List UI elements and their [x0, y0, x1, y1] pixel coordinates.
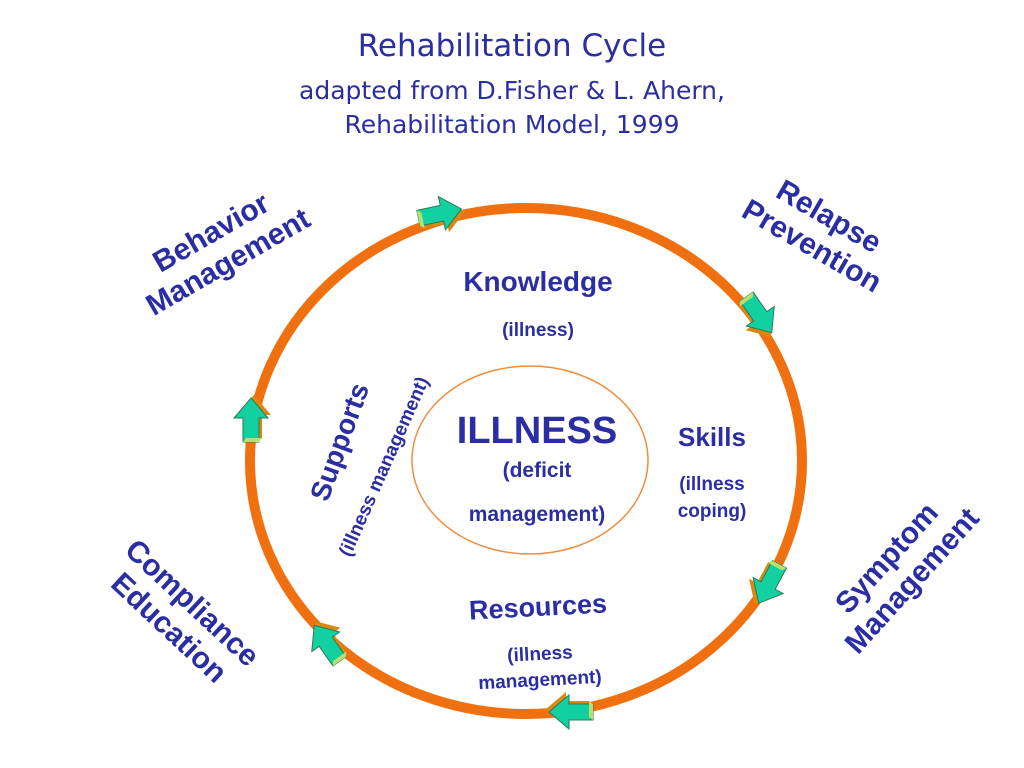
label-knowledge-sub: (illness) — [502, 320, 574, 341]
label-skills-sub1: (illness — [679, 474, 745, 495]
arrow-bottom-icon — [545, 691, 594, 730]
arrow-left-icon — [233, 394, 272, 443]
label-skills-sub2: coping) — [677, 501, 747, 522]
diagram-subtitle-line1: adapted from D.Fisher & L. Ahern, — [299, 76, 725, 105]
center-illness-sub2: management) — [468, 503, 606, 526]
center-illness-title: ILLNESS — [456, 410, 618, 452]
diagram-subtitle-line2: Rehabilitation Model, 1999 — [344, 110, 680, 139]
label-skills: Skills — [678, 422, 746, 452]
diagram-title: Rehabilitation Cycle — [357, 28, 667, 64]
outer-cycle-ring — [245, 203, 807, 719]
center-illness-ring — [411, 365, 649, 555]
label-knowledge: Knowledge — [463, 266, 613, 297]
center-illness-sub1: (deficit — [502, 459, 572, 482]
